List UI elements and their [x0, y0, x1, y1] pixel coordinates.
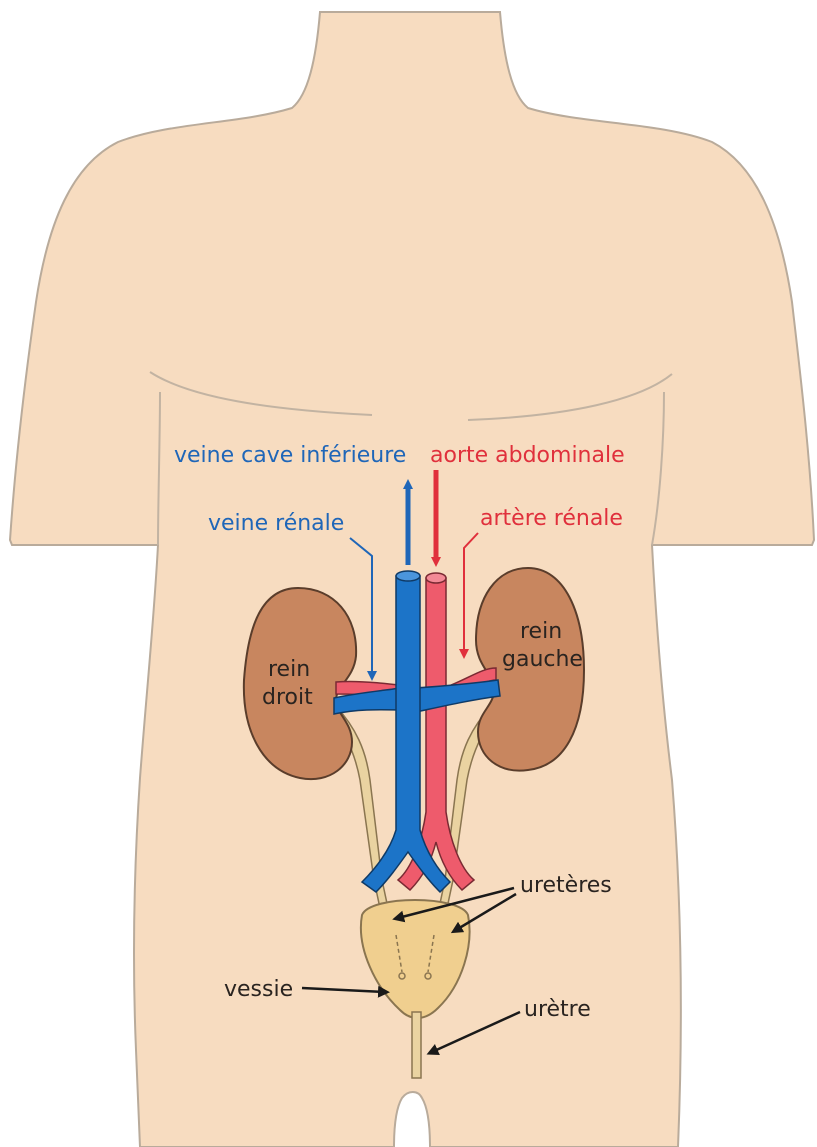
label-uretre: urètre: [524, 997, 591, 1022]
label-artere-renale: artère rénale: [480, 506, 623, 531]
label-vessie: vessie: [224, 977, 293, 1002]
label-rein-droit-line2: droit: [262, 685, 313, 710]
label-aorte-abdominale: aorte abdominale: [430, 443, 625, 468]
label-rein-gauche-line2: gauche: [502, 647, 583, 672]
label-rein-droit-line1: rein: [268, 657, 310, 682]
label-veine-renale: veine rénale: [208, 511, 344, 536]
label-rein-gauche-line1: rein: [520, 619, 562, 644]
aorta-top: [426, 573, 446, 583]
label-veine-cave-inferieure: veine cave inférieure: [174, 443, 406, 468]
vena-cava-top: [396, 571, 420, 581]
urethra: [412, 1012, 421, 1078]
label-ureteres: uretères: [520, 873, 612, 898]
